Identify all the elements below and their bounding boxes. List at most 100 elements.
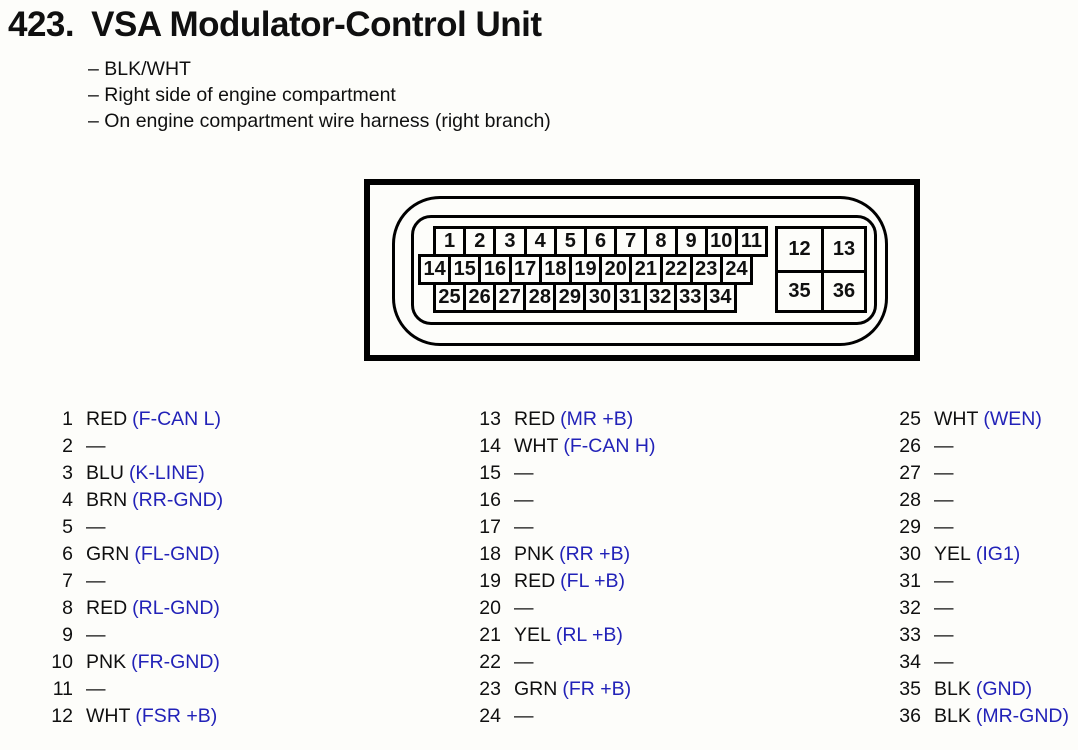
pin-wire-color: WHT <box>514 435 559 457</box>
pin-signal: (RL-GND) <box>132 597 220 619</box>
pin-signal: (RR +B) <box>559 543 631 565</box>
pin-row: 4 BRN (RR-GND) <box>46 487 223 514</box>
pin-number: 28 <box>899 489 921 511</box>
pin-wire-color: WHT <box>86 705 131 727</box>
connector-pin-cell: 11 <box>734 226 769 257</box>
pin-wire-color: — <box>934 489 954 511</box>
pin-signal: (FR-GND) <box>131 651 220 673</box>
connector-pin-cell: 21 <box>629 254 663 285</box>
pinout-column-2: 13 RED (MR +B) 14 WHT (F-CAN H) 15 — 16 … <box>474 406 655 730</box>
pin-row: 18 PNK (RR +B) <box>474 541 655 568</box>
pin-wire-color: BLK <box>934 705 971 727</box>
pin-row: 23 GRN (FR +B) <box>474 676 655 703</box>
pin-row: 20 — <box>474 595 655 622</box>
pin-row: 5 — <box>46 514 223 541</box>
connector-pin-cell: 20 <box>599 254 633 285</box>
connector-pin-cell: 5 <box>553 226 587 257</box>
pin-wire-color: — <box>514 705 534 727</box>
pin-number: 24 <box>479 705 501 727</box>
pin-row: 9 — <box>46 622 223 649</box>
pin-wire-color: — <box>86 516 106 538</box>
pin-wire-color: — <box>934 516 954 538</box>
pin-wire-color: — <box>514 516 534 538</box>
pin-wire-color: — <box>934 597 954 619</box>
pin-row: 35 BLK (GND) <box>894 676 1069 703</box>
page-title: 423. VSA Modulator-Control Unit <box>8 5 542 45</box>
pin-signal: (GND) <box>975 678 1033 700</box>
pin-row: 19 RED (FL +B) <box>474 568 655 595</box>
pin-row: 22 — <box>474 649 655 676</box>
pin-number: 27 <box>899 462 921 484</box>
pin-number: 10 <box>51 651 73 673</box>
pin-wire-color: GRN <box>86 543 130 565</box>
pin-number: 33 <box>899 624 921 646</box>
pin-number: 14 <box>479 435 501 457</box>
pin-wire-color: RED <box>514 570 556 592</box>
note-line: – Right side of engine compartment <box>88 84 396 106</box>
connector-pin-cell: 22 <box>659 254 693 285</box>
pin-row: 26 — <box>894 433 1069 460</box>
pin-wire-color: PNK <box>86 651 127 673</box>
pin-number: 17 <box>479 516 501 538</box>
pin-row: 16 — <box>474 487 655 514</box>
connector-pin-cell: 9 <box>674 226 708 257</box>
pin-row: 30 YEL (IG1) <box>894 541 1069 568</box>
pin-wire-color: — <box>514 597 534 619</box>
pin-wire-color: — <box>514 651 534 673</box>
pin-number: 35 <box>899 678 921 700</box>
connector-pin-cell: 7 <box>614 226 648 257</box>
pin-wire-color: RED <box>514 408 556 430</box>
pin-wire-color: YEL <box>934 543 971 565</box>
pin-number: 16 <box>479 489 501 511</box>
pin-wire-color: — <box>514 462 534 484</box>
pin-row: 27 — <box>894 460 1069 487</box>
pin-row: 10 PNK (FR-GND) <box>46 649 223 676</box>
pin-row: 15 — <box>474 460 655 487</box>
pin-number: 8 <box>62 597 73 619</box>
pin-row: 33 — <box>894 622 1069 649</box>
pin-wire-color: BLK <box>934 678 971 700</box>
page-title-text: VSA Modulator-Control Unit <box>91 5 542 44</box>
connector-pin-cell: 27 <box>493 282 527 313</box>
pin-row: 17 — <box>474 514 655 541</box>
pin-row: 34 — <box>894 649 1069 676</box>
pin-row: 32 — <box>894 595 1069 622</box>
pin-signal: (F-CAN H) <box>563 435 656 457</box>
pin-number: 32 <box>899 597 921 619</box>
pin-number: 6 <box>62 543 73 565</box>
pin-signal: (K-LINE) <box>128 462 205 484</box>
pin-signal: (MR +B) <box>560 408 634 430</box>
connector-pin-cell: 17 <box>508 254 542 285</box>
connector-pin-cell: 15 <box>448 254 482 285</box>
pin-number: 15 <box>479 462 501 484</box>
pin-number: 12 <box>51 705 73 727</box>
pin-wire-color: RED <box>86 408 128 430</box>
pin-signal: (FSR +B) <box>135 705 218 727</box>
pin-number: 36 <box>899 705 921 727</box>
note-list: – BLK/WHT – Right side of engine compartm… <box>88 56 551 134</box>
connector-pin-cell: 19 <box>568 254 603 285</box>
pin-wire-color: — <box>934 570 954 592</box>
pin-signal: (RL +B) <box>555 624 623 646</box>
pin-signal: (FL-GND) <box>134 543 220 565</box>
pin-signal: (MR-GND) <box>975 705 1069 727</box>
pin-row: 28 — <box>894 487 1069 514</box>
pin-row: 8 RED (RL-GND) <box>46 595 223 622</box>
pin-signal: (RR-GND) <box>132 489 224 511</box>
note-line: – BLK/WHT <box>88 58 191 80</box>
pin-wire-color: WHT <box>934 408 979 430</box>
pin-number: 3 <box>62 462 73 484</box>
pin-row: 29 — <box>894 514 1069 541</box>
pin-wire-color: GRN <box>514 678 558 700</box>
connector-pin-cell: 10 <box>704 226 738 257</box>
connector-pin-cell: 1 <box>433 226 467 257</box>
pin-wire-color: BRN <box>86 489 128 511</box>
pin-wire-color: — <box>934 624 954 646</box>
pin-wire-color: YEL <box>514 624 551 646</box>
pin-row: 11 — <box>46 676 223 703</box>
connector-pin-cell: 14 <box>418 254 452 285</box>
pin-row: 36 BLK (MR-GND) <box>894 703 1069 730</box>
connector-housing-inner <box>411 215 877 325</box>
connector-pin-cell: 23 <box>689 254 723 285</box>
